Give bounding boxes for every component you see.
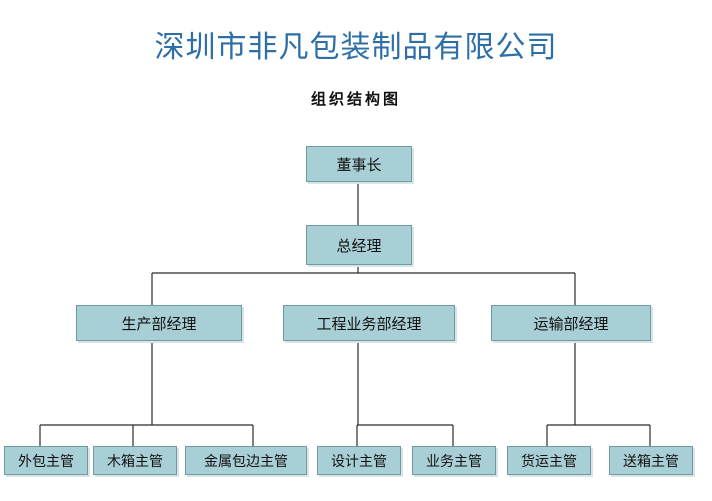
node-team-business: 业务主管 xyxy=(412,446,496,475)
node-dept-transport: 运输部经理 xyxy=(491,305,651,341)
company-name: 深圳市非凡包装制品有限公司 xyxy=(154,30,558,65)
node-team-outsourcing: 外包主管 xyxy=(4,446,88,475)
node-team-box-delivery: 送箱主管 xyxy=(609,446,693,475)
node-team-wooden-case: 木箱主管 xyxy=(93,446,177,475)
node-team-metal-edging: 金属包边主管 xyxy=(185,446,307,475)
node-team-freight: 货运主管 xyxy=(507,446,591,475)
node-chairman: 董事长 xyxy=(306,146,412,182)
node-team-design: 设计主管 xyxy=(317,446,401,475)
node-dept-production: 生产部经理 xyxy=(76,305,242,341)
node-general-manager: 总经理 xyxy=(306,225,412,265)
chart-title: 组织结构图 xyxy=(310,90,401,108)
node-dept-engineering-business: 工程业务部经理 xyxy=(283,305,455,341)
